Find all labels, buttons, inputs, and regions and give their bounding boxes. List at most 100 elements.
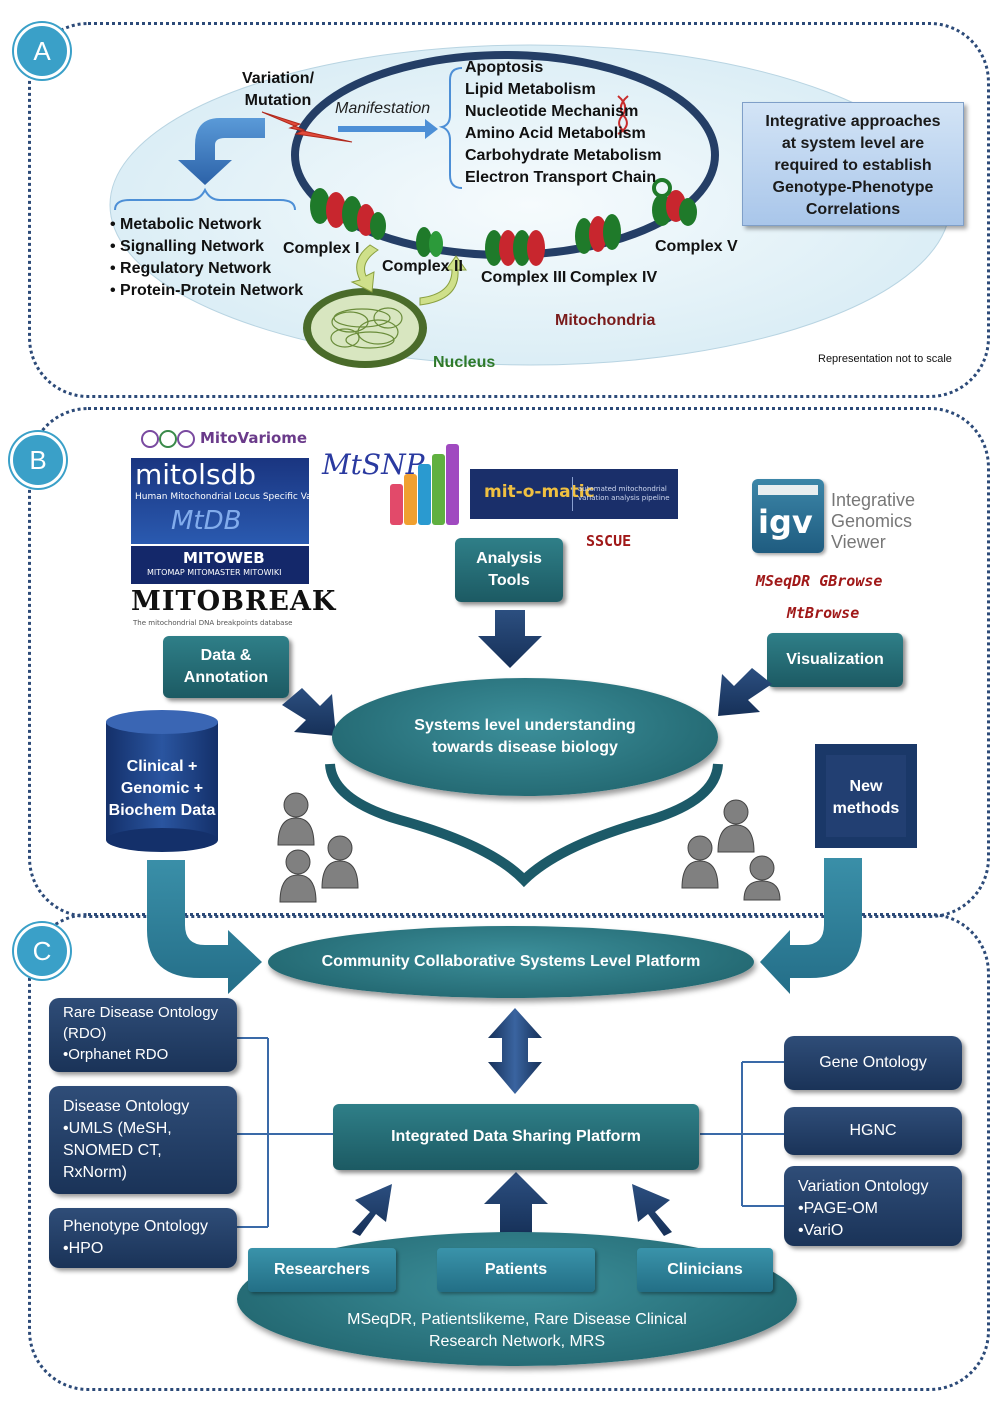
clinicians-box: Clinicians xyxy=(637,1248,773,1292)
complex-ii-label: Complex II xyxy=(382,258,463,275)
mitochondria-label: Mitochondria xyxy=(555,312,656,329)
complex-i-label: Complex I xyxy=(283,240,360,257)
igv-logo: igv xyxy=(752,479,824,553)
gene-ontology-box: Gene Ontology xyxy=(784,1036,962,1090)
variation-arrow xyxy=(178,118,265,185)
igv-description: Integrative Genomics Viewer xyxy=(831,490,916,552)
phenotype-ontology-box: Phenotype Ontology •HPO xyxy=(49,1208,237,1268)
mitolsdb-subtitle: Human Mitochondrial Locus Specific Varia… xyxy=(135,492,309,502)
panel-a-label: A xyxy=(14,23,70,79)
clinical-to-community-arrow xyxy=(147,860,262,994)
igv-text: igv xyxy=(758,503,813,541)
data-annotation-box: Data & Annotation xyxy=(163,636,289,698)
mitovariome-logo: MitoVariome xyxy=(140,426,307,452)
visualization-arrow xyxy=(718,668,772,716)
analysis-tools-box: Analysis Tools xyxy=(455,538,563,602)
researchers-arrow xyxy=(352,1184,392,1236)
integrative-approaches-box: Integrative approaches at system level a… xyxy=(742,102,964,226)
panel-b-label: B xyxy=(10,432,66,488)
process-item: Nucleotide Mechanism xyxy=(465,103,639,120)
right-connectors xyxy=(700,1061,784,1207)
clinicians-arrow xyxy=(632,1184,672,1236)
systems-brace xyxy=(325,763,723,888)
clinical-data-label: Clinical + Genomic + Biochem Data xyxy=(108,758,216,819)
double-arrow xyxy=(488,1008,542,1094)
sscue-label: SSCUE xyxy=(586,532,632,550)
disease-ontology-box: Disease Ontology •UMLS (MeSH, SNOMED CT,… xyxy=(49,1086,237,1194)
rare-disease-ontology-box: Rare Disease Ontology (RDO) •Orphanet RD… xyxy=(49,998,237,1072)
process-item: Electron Transport Chain xyxy=(465,169,657,186)
mtsnp-bars xyxy=(390,444,459,525)
systems-level-ellipse: Systems level understanding towards dise… xyxy=(332,678,718,796)
mtbrowse-label: MtBrowse xyxy=(787,604,860,622)
complex-v-label: Complex V xyxy=(655,238,738,255)
network-item: • Signalling Network xyxy=(110,238,265,255)
people-icons-left xyxy=(277,792,359,903)
mitomatic-text: mit-o-matic xyxy=(484,482,595,502)
mitoweb-subtitle: MITOMAP MITOMASTER MITOWIKI xyxy=(147,568,282,577)
variation-ontology-box: Variation Ontology •PAGE-OM •VariO xyxy=(784,1166,962,1246)
mitobreak-text: MITOBREAK xyxy=(131,586,337,617)
network-list: • Metabolic Network • Signalling Network… xyxy=(110,214,303,302)
hgnc-box: HGNC xyxy=(784,1107,962,1155)
manifestation-label: Manifestation xyxy=(335,100,431,117)
network-item: • Regulatory Network xyxy=(110,260,272,277)
integrated-data-platform-box: Integrated Data Sharing Platform xyxy=(333,1104,699,1170)
process-list: Apoptosis Lipid Metabolism Nucleotide Me… xyxy=(465,57,661,189)
data-arrow xyxy=(282,688,336,736)
visualization-box: Visualization xyxy=(767,633,903,687)
mitovariome-text: MitoVariome xyxy=(200,429,308,447)
mseqdr-gbrowse-label: MSeqDR GBrowse xyxy=(756,572,883,590)
mitolsdb-logo: mitolsdb Human Mitochondrial Locus Speci… xyxy=(131,458,309,544)
panel-a-graphics xyxy=(109,44,951,368)
network-item: • Protein-Protein Network xyxy=(110,282,304,299)
complex-iv-label: Complex IV xyxy=(570,269,658,286)
dna-icon xyxy=(141,430,195,448)
mtdb-text: MtDB xyxy=(171,506,242,536)
nucleus-arrow-right xyxy=(419,255,467,306)
mitolsdb-text: mitolsdb xyxy=(135,458,257,491)
variation-mutation-label: Variation/ Mutation xyxy=(241,70,315,109)
mitobreak-subtitle: The mitochondrial DNA breakpoints databa… xyxy=(133,619,293,627)
mitoweb-text: MITOWEB xyxy=(183,549,265,567)
community-platform-ellipse: Community Collaborative Systems Level Pl… xyxy=(268,926,754,998)
complex-v-shape xyxy=(652,178,697,226)
patients-box: Patients xyxy=(437,1248,595,1292)
people-icons-right xyxy=(681,799,781,901)
analysis-arrow xyxy=(478,610,542,668)
network-item: • Metabolic Network xyxy=(110,216,262,233)
network-brace xyxy=(114,187,296,211)
left-connectors xyxy=(237,1037,334,1228)
process-item: Carbohydrate Metabolism xyxy=(465,147,662,164)
panel-c-graphics xyxy=(237,1008,784,1236)
panel-c-border xyxy=(28,913,990,1391)
manifestation-arrow xyxy=(338,119,438,139)
panel-b-graphics xyxy=(106,610,917,994)
mitomatic-subtitle: automated mitochondrial variation analys… xyxy=(578,485,670,502)
complex-ii-shape xyxy=(416,227,443,257)
mtsnp-logo: MtSNP xyxy=(322,440,472,525)
panel-c-label: C xyxy=(14,923,70,979)
scale-note: Representation not to scale xyxy=(818,353,952,365)
nucleus-arrow-left xyxy=(350,244,379,293)
panel-a-border xyxy=(28,22,990,398)
process-item: Apoptosis xyxy=(465,59,544,76)
patients-arrow xyxy=(484,1172,548,1236)
stakeholder-networks-text: MSeqDR, Patientslikeme, Rare Disease Cli… xyxy=(347,1311,687,1350)
complex-iii-shape xyxy=(485,230,545,266)
mitomatic-logo: mit-o-matic automated mitochondrial vari… xyxy=(470,469,678,519)
complex-i-shape xyxy=(310,188,386,240)
complex-iii-label: Complex III xyxy=(481,269,567,286)
nucleus-label: Nucleus xyxy=(433,354,496,371)
process-item: Lipid Metabolism xyxy=(465,81,596,98)
panel-b-border xyxy=(28,407,990,918)
mutation-bolt xyxy=(261,111,353,143)
methods-to-community-arrow xyxy=(760,858,862,994)
process-brace xyxy=(438,67,463,189)
mitoweb-logo: MITOWEB MITOMAP MITOMASTER MITOWIKI xyxy=(131,546,309,584)
new-methods-box xyxy=(815,744,917,848)
researchers-box: Researchers xyxy=(248,1248,396,1292)
mitobreak-logo: MITOBREAK The mitochondrial DNA breakpoi… xyxy=(131,586,335,628)
complex-iv-shape xyxy=(575,214,621,254)
process-item: Amino Acid Metabolism xyxy=(465,125,646,142)
